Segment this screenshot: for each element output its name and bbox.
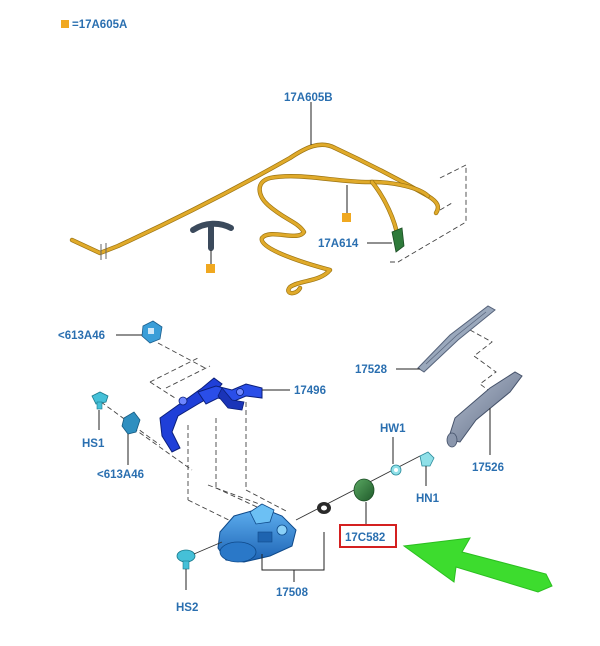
- label-hs2: HS2: [176, 602, 198, 614]
- wiper-blade-17528: [417, 305, 496, 373]
- label-connector: 17A614: [318, 238, 359, 250]
- hose-tee-clip: [190, 220, 234, 251]
- tee-square-marker-icon: [206, 264, 215, 273]
- wiper-linkage-17496: [159, 377, 263, 453]
- washer-hose-17A605B: [69, 142, 441, 296]
- wiper-arm-17526: [446, 371, 523, 448]
- label-blade: 17528: [355, 364, 388, 376]
- washer-HW1: [390, 464, 402, 476]
- hose-square-marker-icon: [342, 213, 351, 222]
- cap-17C582: [353, 478, 375, 502]
- legend-text: =17A605A: [72, 19, 127, 31]
- label-hose-main: 17A605B: [284, 92, 333, 104]
- screw-HS2: [176, 549, 196, 570]
- label-arm: 17526: [472, 462, 504, 474]
- label-linkage: 17496: [294, 385, 326, 397]
- bracket-613A46-top: [141, 320, 163, 344]
- screw-HS1: [91, 391, 109, 410]
- legend-square-marker-icon: [61, 20, 69, 28]
- bracket-613A46-bottom: [121, 411, 141, 435]
- label-hn1: HN1: [416, 493, 440, 505]
- hose-dashed-outline: [390, 164, 467, 263]
- highlight-box: [339, 524, 397, 548]
- grommet-ring: [317, 502, 331, 514]
- label-cap: 17C582: [345, 532, 385, 544]
- nut-HN1: [419, 451, 435, 467]
- label-bracket-bottom: <613A46: [97, 469, 144, 481]
- label-hw1: HW1: [380, 423, 406, 435]
- label-hs1: HS1: [82, 438, 105, 450]
- connector-17A614: [391, 227, 405, 253]
- arrow-pointer-icon: [402, 537, 553, 593]
- label-motor: 17508: [276, 587, 309, 599]
- label-bracket-top: <613A46: [58, 330, 105, 342]
- wiper-motor-17508: [217, 503, 297, 563]
